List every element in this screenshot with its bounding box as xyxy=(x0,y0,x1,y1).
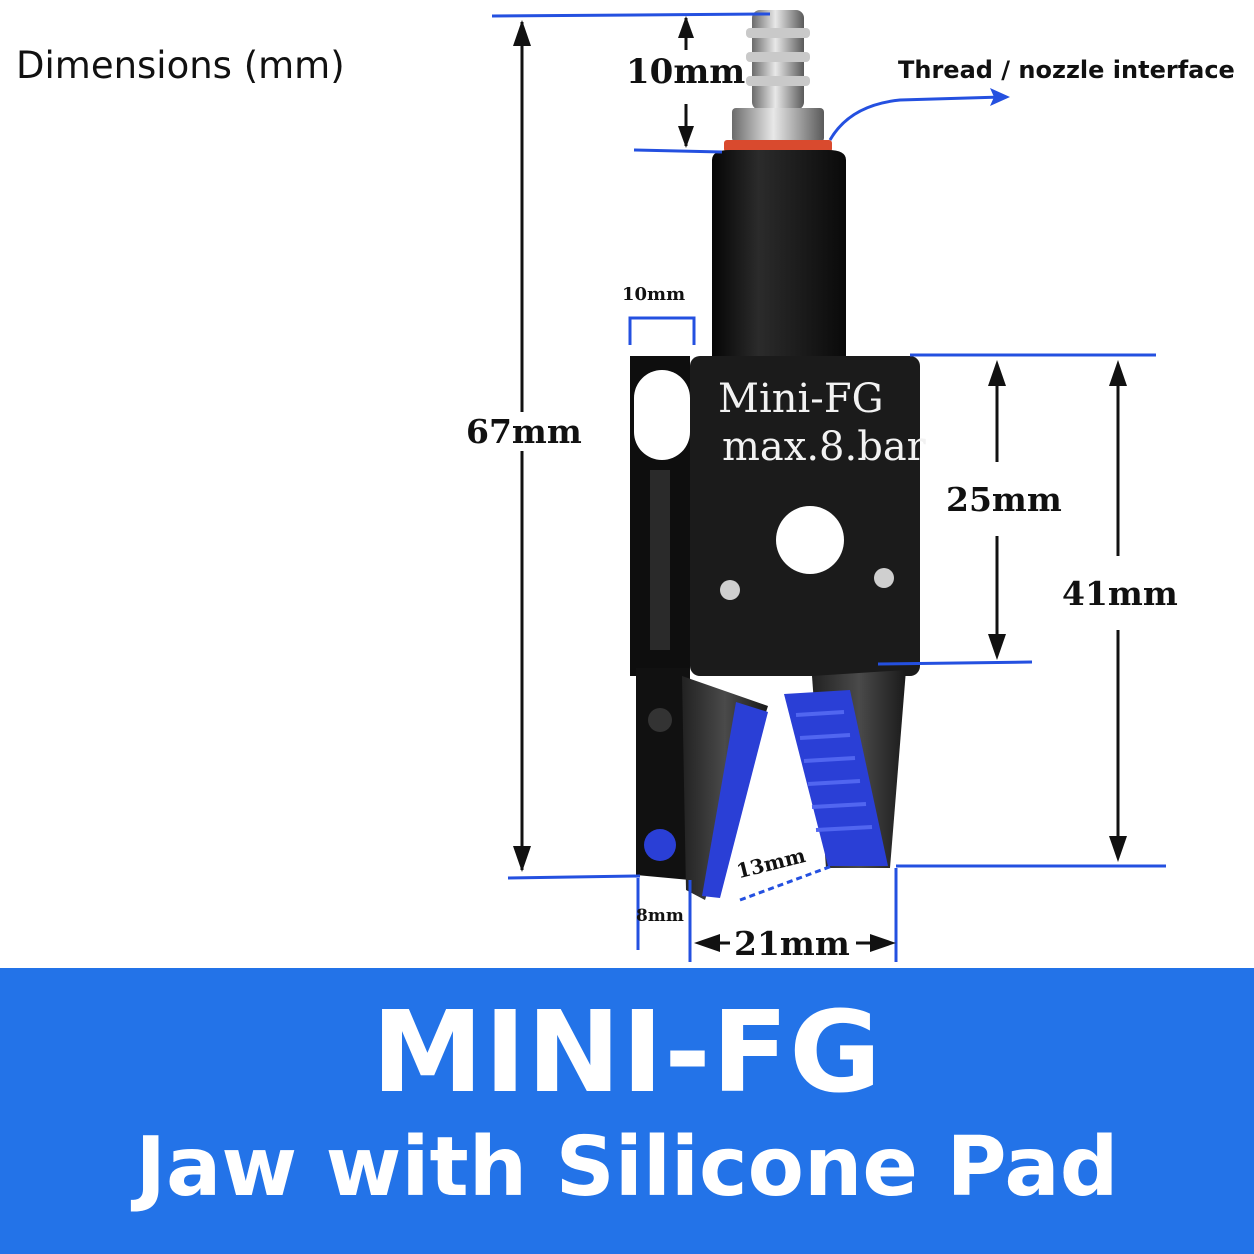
label-body-height: 41mm xyxy=(1062,574,1178,613)
label-jaw-width: 21mm xyxy=(734,924,850,963)
device-label-line2: max.8.bar xyxy=(722,424,926,470)
label-jaw-thickness: 8mm xyxy=(636,906,684,926)
gripper-body xyxy=(630,356,920,676)
screw xyxy=(874,568,894,588)
mounting-hole xyxy=(776,506,844,574)
product-image-area xyxy=(0,0,1254,968)
label-nozzle-height: 10mm xyxy=(626,52,746,92)
thread-interface-note: Thread / nozzle interface xyxy=(898,56,1235,84)
silicone-pad-right xyxy=(784,690,888,866)
dimensions-title: Dimensions (mm) xyxy=(16,44,345,87)
label-upper-height: 25mm xyxy=(946,480,1062,519)
thread-arrow-head xyxy=(990,88,1010,106)
nozzle-fitting xyxy=(724,10,832,152)
banner-title: MINI-FG xyxy=(371,988,883,1118)
o-ring xyxy=(724,140,832,152)
device-label-line1: Mini-FG xyxy=(718,376,884,422)
banner-subtitle: Jaw with Silicone Pad xyxy=(135,1120,1119,1215)
gripper-jaws xyxy=(636,668,906,900)
silicone-pad-left xyxy=(702,702,768,898)
screw xyxy=(720,580,740,600)
gripper-diagram xyxy=(491,10,1166,962)
dimension-lines xyxy=(491,12,1166,962)
gripper-cylinder xyxy=(712,150,846,360)
product-banner xyxy=(0,968,1254,1254)
label-total-height: 67mm xyxy=(466,412,582,451)
label-side-width: 10mm xyxy=(622,284,686,305)
